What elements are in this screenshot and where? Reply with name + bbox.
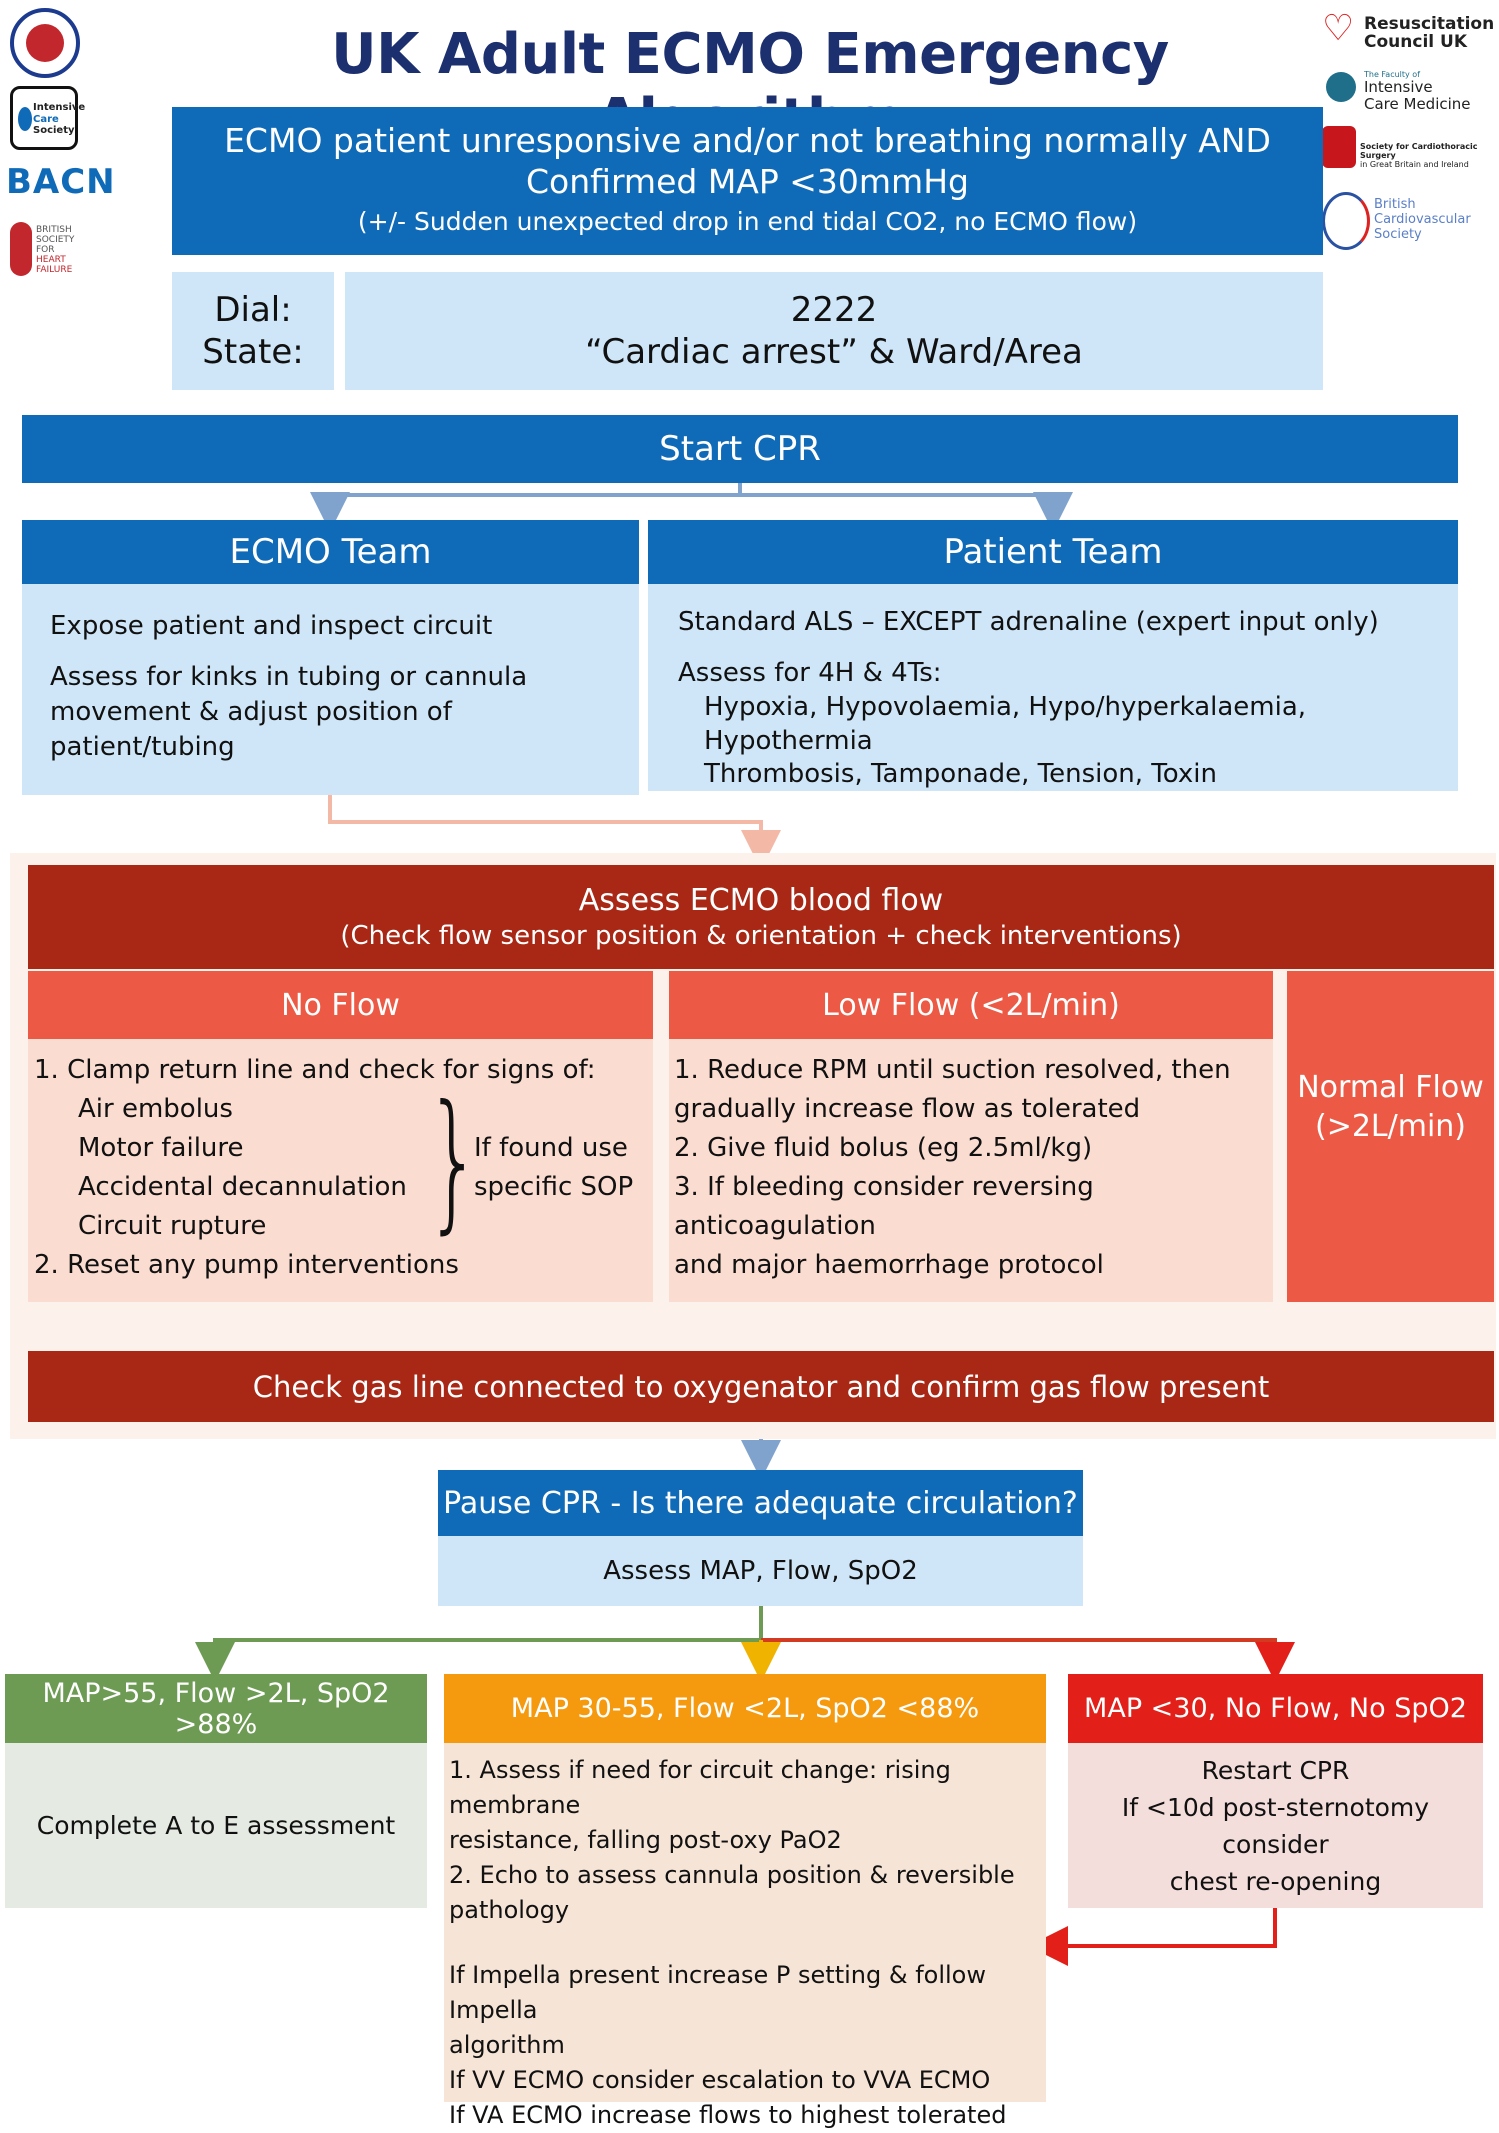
trigger-line3: (+/- Sudden unexpected drop in end tidal…: [357, 207, 1138, 237]
heart-icon: ♡: [1322, 8, 1355, 49]
arrow-cpr-to-teams: [328, 483, 1055, 512]
gas-check-box: Check gas line connected to oxygenator a…: [28, 1351, 1494, 1422]
bsh-logo: BRITISH SOCIETY FOR HEART FAILURE: [10, 222, 90, 282]
right-brace: }: [425, 1074, 483, 1248]
trigger-line2: Confirmed MAP <30mmHg: [526, 162, 969, 201]
no-flow-body: 1. Clamp return line and check for signs…: [28, 1039, 653, 1302]
dial-labels: Dial: State:: [172, 272, 334, 390]
assess-flow-header: Assess ECMO blood flow (Check flow senso…: [28, 865, 1494, 969]
low-flow-body: 1. Reduce RPM until suction resolved, th…: [669, 1039, 1273, 1302]
ecmo-team-body: Expose patient and inspect circuit Asses…: [22, 584, 639, 795]
arrow-bad-to-impella: [1028, 1908, 1277, 1966]
outcome-good-body: Complete A to E assessment: [5, 1743, 427, 1908]
ficm-logo: The Faculty of Intensive Care Medicine: [1322, 68, 1492, 114]
normal-flow-box: Normal Flow (>2L/min): [1287, 971, 1494, 1302]
low-flow-header: Low Flow (<2L/min): [669, 971, 1273, 1039]
dial-values: 2222 “Cardiac arrest” & Ward/Area: [345, 272, 1323, 390]
outcome-mid-header: MAP 30-55, Flow <2L, SpO2 <88%: [444, 1674, 1046, 1743]
scts-logo: Society for Cardiothoracic Surgery in Gr…: [1322, 124, 1497, 172]
arrow-ecmo-team-to-assess: [328, 795, 781, 870]
patient-team-body: Standard ALS – EXCEPT adrenaline (expert…: [648, 584, 1458, 791]
bcs-logo: British Cardiovascular Society: [1322, 190, 1492, 250]
outcome-mid-body: 1. Assess if need for circuit change: ri…: [444, 1743, 1046, 2129]
dial-state: “Cardiac arrest” & Ward/Area: [585, 332, 1083, 372]
ics-logo: Intensive Care Society: [10, 86, 85, 150]
start-cpr-box: Start CPR: [22, 415, 1458, 483]
dial-number: 2222: [790, 289, 878, 330]
pause-cpr-body: Assess MAP, Flow, SpO2: [438, 1536, 1083, 1606]
pause-cpr-header: Pause CPR - Is there adequate circulatio…: [438, 1470, 1083, 1536]
seal-logo: [10, 8, 80, 78]
bacn-logo: BACN: [6, 162, 116, 202]
patient-team-header: Patient Team: [648, 520, 1458, 584]
outcome-bad-body: Restart CPR If <10d post-sternotomy cons…: [1068, 1743, 1483, 1908]
no-flow-header: No Flow: [28, 971, 653, 1039]
trigger-box: ECMO patient unresponsive and/or not bre…: [172, 107, 1323, 255]
trigger-line1: ECMO patient unresponsive and/or not bre…: [224, 120, 1271, 160]
outcome-good-header: MAP>55, Flow >2L, SpO2 >88%: [5, 1674, 427, 1743]
rcuk-logo: ♡ Resuscitation Council UK: [1322, 8, 1495, 52]
outcome-bad-header: MAP <30, No Flow, No SpO2: [1068, 1674, 1483, 1743]
ecmo-team-header: ECMO Team: [22, 520, 639, 584]
